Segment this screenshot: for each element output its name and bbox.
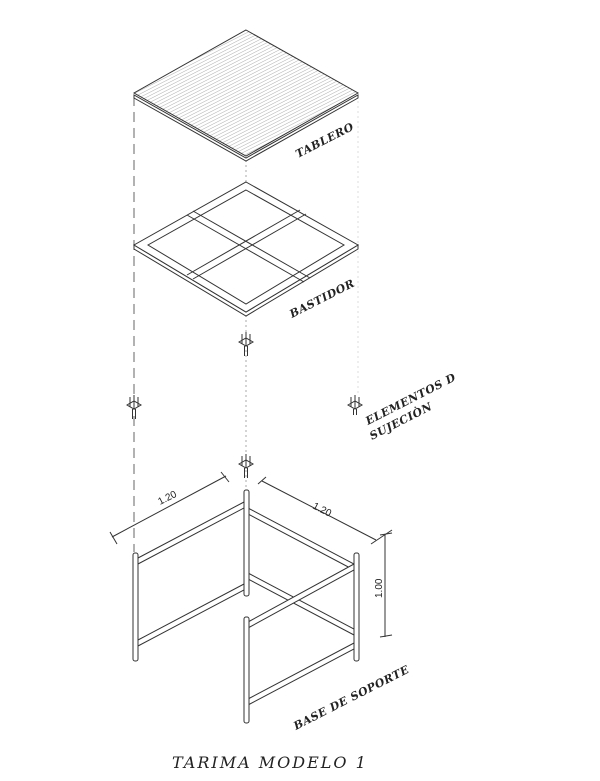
base-support (132, 489, 360, 724)
dimension-height (379, 532, 393, 638)
dimension-label-width-right: 1.20 (311, 501, 334, 520)
tablero-board (132, 29, 360, 162)
dimension-width-right (257, 476, 393, 545)
fastener-icon (237, 454, 255, 478)
dimension-label-height: 1.00 (374, 578, 385, 598)
fastener-icon (125, 395, 143, 419)
dimension-width-left (109, 471, 230, 545)
fastener-icon (237, 332, 255, 356)
bastidor-frame (133, 181, 359, 317)
fastener-icon (346, 395, 364, 415)
dimension-label-width-left: 1.20 (156, 489, 179, 508)
drawing-title: TARIMA MODELO 1 (172, 753, 368, 772)
